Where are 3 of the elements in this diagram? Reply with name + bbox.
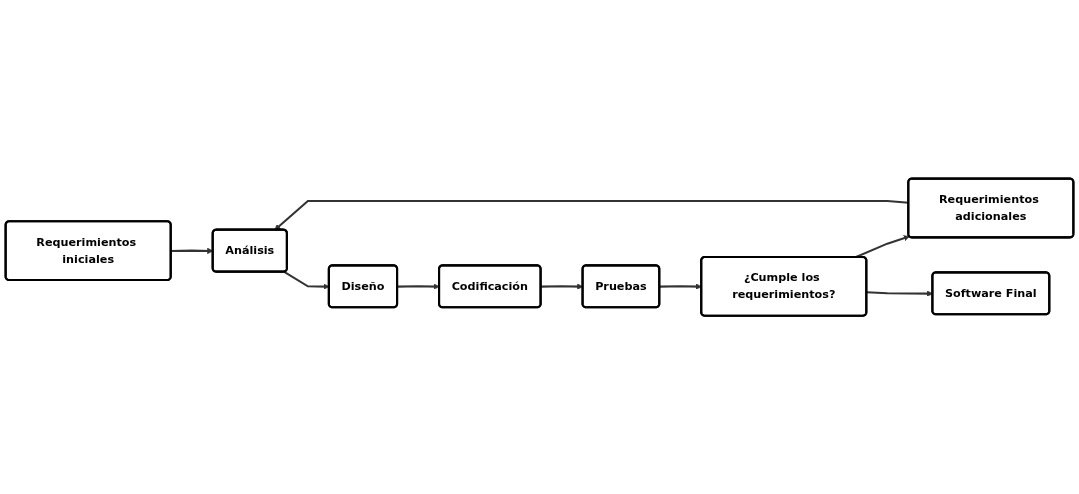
arrow — [659, 283, 702, 290]
arrow — [866, 290, 933, 297]
arrow — [397, 283, 440, 290]
